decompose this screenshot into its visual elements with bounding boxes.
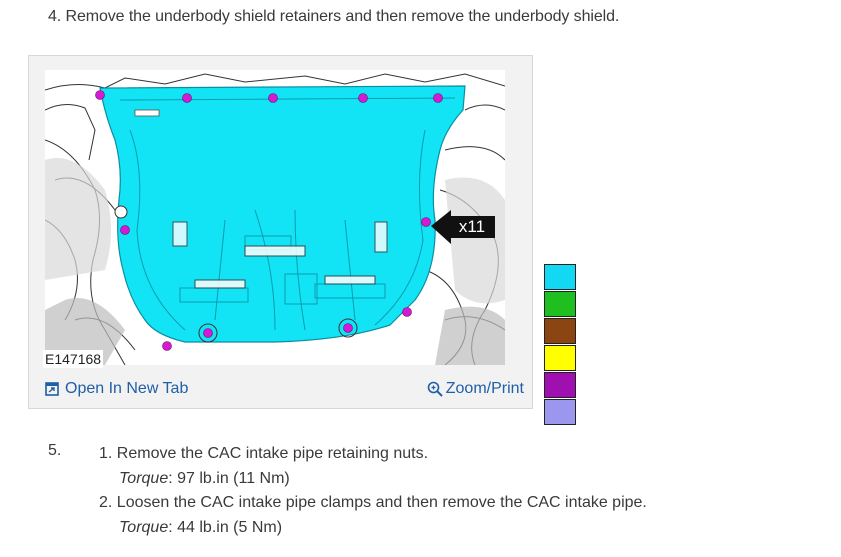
substep-1-text: 1. Remove the CAC intake pipe retaining … (99, 445, 429, 462)
color-swatch-4 (544, 345, 576, 371)
zoom-print-link[interactable]: Zoom/Print (427, 380, 524, 398)
torque-value: : 97 lb.in (11 Nm) (168, 469, 290, 487)
fastener-rings (114, 205, 358, 343)
fastener-11 (402, 307, 412, 317)
color-swatch-6 (544, 399, 576, 425)
step-5-number: 5. (48, 442, 62, 459)
fastener-9 (203, 328, 213, 338)
fastener-4 (358, 93, 368, 103)
fastener-7 (421, 217, 431, 227)
callout-arrow (431, 210, 495, 244)
fastener-8 (162, 341, 172, 351)
fastener-1 (95, 90, 105, 100)
figure-id-label: E147168 (43, 350, 104, 368)
shield-details (119, 97, 456, 331)
substep-1-torque: Torque: 97 lb.in (11 Nm) (99, 467, 779, 492)
substep-2-torque: Torque: 44 lb.in (5 Nm) (99, 516, 779, 541)
color-swatch-1 (544, 264, 576, 290)
zoom-print-label: Zoom/Print (445, 380, 524, 397)
torque-label: Torque (119, 518, 169, 536)
color-swatch-column (544, 264, 576, 426)
color-swatch-5 (544, 372, 576, 398)
shield-slot (134, 109, 160, 117)
figure-footer: Open In New Tab Zoom/Print (29, 374, 532, 406)
substep-2-text: 2. Loosen the CAC intake pipe clamps and… (99, 494, 647, 511)
figure-container: x11 E147168 Open In New Tab Zoom/Print (28, 55, 533, 409)
illustration-svg (45, 70, 505, 365)
fastener-2 (182, 93, 192, 103)
fastener-6 (120, 225, 130, 235)
color-swatch-2 (544, 291, 576, 317)
open-new-tab-icon (45, 382, 59, 396)
fastener-3 (268, 93, 278, 103)
color-swatch-3 (544, 318, 576, 344)
fastener-10 (343, 323, 353, 333)
shield-fasteners (95, 90, 443, 351)
step-4-instruction: 4. Remove the underbody shield retainers… (48, 8, 620, 25)
zoom-in-icon (427, 381, 443, 397)
step-5-substeps: 1. Remove the CAC intake pipe retaining … (99, 442, 779, 540)
open-in-new-tab-label: Open In New Tab (65, 380, 189, 397)
fastener-5 (433, 93, 443, 103)
engine-bay-shading (45, 158, 505, 365)
open-in-new-tab-link[interactable]: Open In New Tab (45, 380, 188, 398)
underbody-shield (99, 85, 466, 343)
underbody-shield-illustration[interactable]: x11 (45, 70, 505, 365)
torque-value: : 44 lb.in (5 Nm) (168, 518, 283, 536)
torque-label: Torque (119, 469, 169, 487)
callout-label: x11 (458, 217, 486, 236)
